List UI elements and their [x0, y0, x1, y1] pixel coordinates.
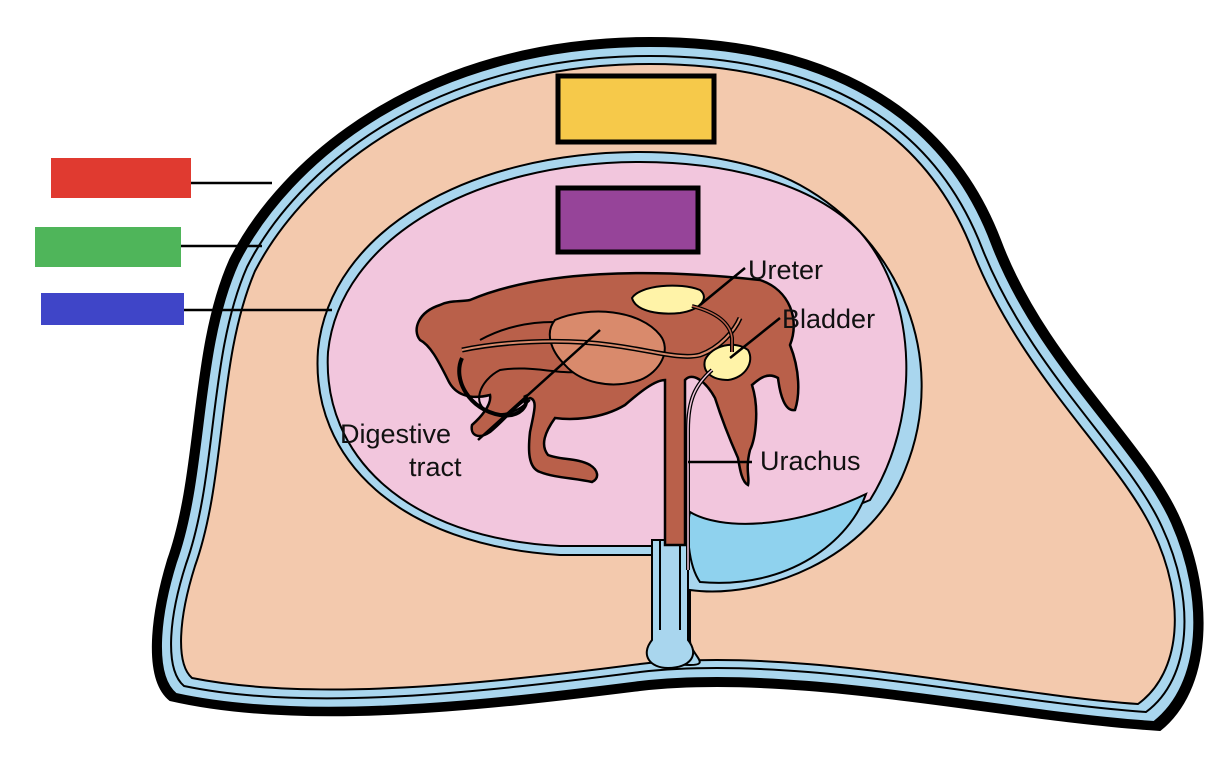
ureter-lumen: [691, 305, 733, 352]
kidney: [630, 284, 705, 315]
gut-loop-lower: [457, 357, 529, 418]
ureter-label: Ureter: [748, 255, 823, 285]
umbilical-stalk-inner: [659, 540, 681, 630]
red-label-box: [51, 158, 191, 198]
yellow-label-box: [555, 73, 717, 145]
urachus-label: Urachus: [760, 446, 861, 476]
digestive-leader-line: [477, 329, 601, 441]
purple-label-box: [555, 185, 701, 255]
bladder-label: Bladder: [782, 304, 875, 334]
digestive-label-line1: Digestive: [340, 419, 451, 449]
gut-tube-lumen: [461, 317, 741, 358]
ureter-leader-line: [699, 267, 746, 306]
digestive-label-line2: tract: [409, 452, 462, 482]
green-label-box: [35, 227, 181, 267]
umbilical-stalk: [645, 539, 695, 670]
allantois-fluid: [687, 492, 868, 584]
fetal-head-region: [548, 310, 666, 386]
blue-label-box: [41, 293, 184, 325]
bladder-leader-line: [729, 317, 781, 359]
urachus-lumen: [687, 369, 713, 570]
